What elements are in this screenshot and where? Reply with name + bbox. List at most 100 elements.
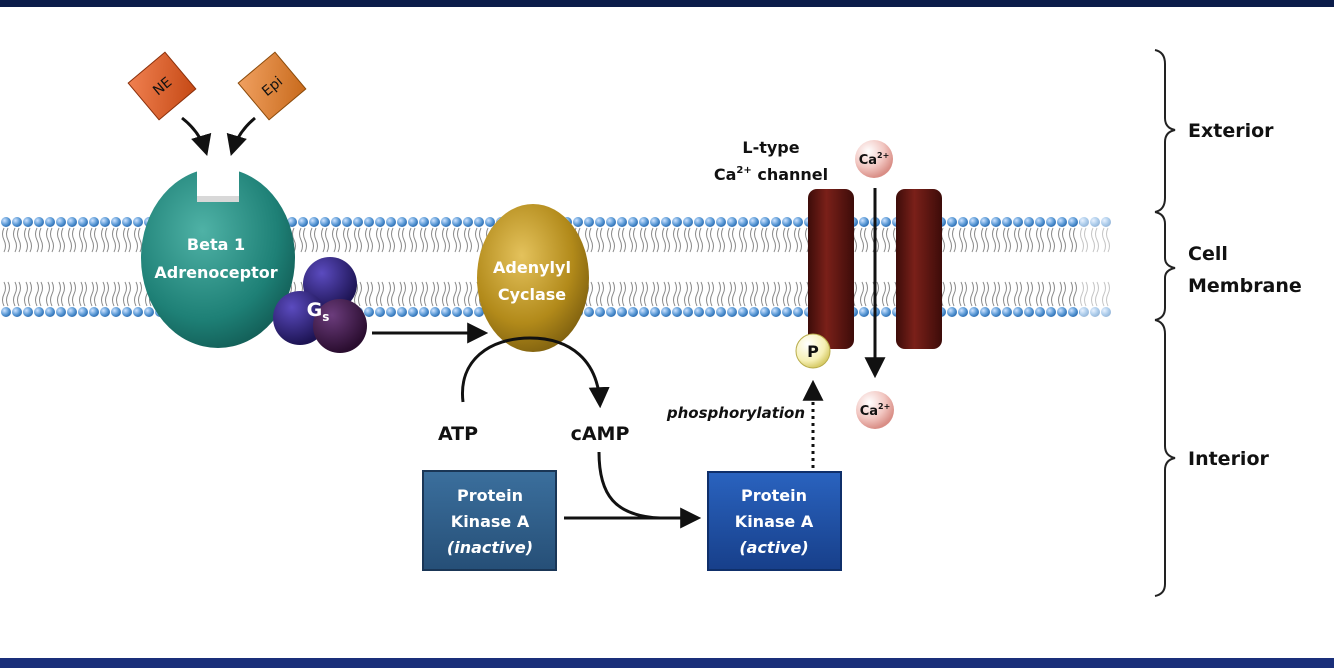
lipid-tail bbox=[717, 227, 725, 253]
lipid-tail bbox=[959, 281, 967, 307]
lipid-tail bbox=[695, 281, 703, 307]
phospholipid-head bbox=[100, 307, 110, 317]
pka-active-label-3: (active) bbox=[739, 538, 808, 557]
region-membrane-1: Cell bbox=[1188, 243, 1228, 265]
lipid-tail bbox=[453, 227, 461, 253]
lipid-tail bbox=[772, 227, 780, 253]
phospholipid-head bbox=[100, 217, 110, 227]
lipid-tail bbox=[728, 227, 736, 253]
phospholipid-head bbox=[617, 307, 627, 317]
phospholipid-head bbox=[969, 307, 979, 317]
phospholipid-head bbox=[727, 217, 737, 227]
phospholipid-head bbox=[23, 307, 33, 317]
lipid-tail bbox=[1036, 227, 1044, 253]
pka-inactive-label-2: Kinase A bbox=[451, 512, 530, 531]
lipid-tail bbox=[607, 227, 615, 253]
lipid-tail bbox=[992, 281, 1000, 307]
phospholipid-head bbox=[947, 217, 957, 227]
lipid-tail bbox=[684, 227, 692, 253]
phospholipid-head bbox=[617, 217, 627, 227]
phospholipid-head bbox=[793, 217, 803, 227]
phospholipid-head bbox=[958, 217, 968, 227]
phospholipid-head bbox=[430, 307, 440, 317]
lipid-tail bbox=[728, 281, 736, 307]
lipid-tail bbox=[607, 281, 615, 307]
lipid-tail bbox=[398, 281, 406, 307]
lipid-tail bbox=[101, 281, 109, 307]
phospholipid-head bbox=[661, 307, 671, 317]
phospholipid-head bbox=[342, 217, 352, 227]
lipid-tail bbox=[409, 227, 417, 253]
phospholipid-head bbox=[716, 307, 726, 317]
phospholipid-head bbox=[408, 307, 418, 317]
phospholipid-head bbox=[716, 217, 726, 227]
phospholipid-head bbox=[606, 217, 616, 227]
calcium-interior-label: Ca2+ bbox=[860, 402, 891, 419]
lipid-tail bbox=[453, 281, 461, 307]
lipid-tail bbox=[585, 227, 593, 253]
region-membrane-2: Membrane bbox=[1188, 275, 1302, 297]
phospholipid-head bbox=[1046, 217, 1056, 227]
lipid-tail bbox=[860, 227, 868, 253]
phospholipid-head bbox=[1057, 217, 1067, 227]
lipid-tail bbox=[409, 281, 417, 307]
phosphate-group: P bbox=[795, 333, 831, 369]
phospholipid-head bbox=[881, 217, 891, 227]
lipid-tail bbox=[1047, 227, 1055, 253]
lipid-tail bbox=[310, 227, 318, 253]
calcium-ion-interior: Ca2+ bbox=[856, 391, 894, 429]
receptor-label-2: Adrenoceptor bbox=[154, 263, 277, 282]
lipid-tail bbox=[90, 281, 98, 307]
pka-active-label-2: Kinase A bbox=[735, 512, 814, 531]
phospholipid-head bbox=[111, 307, 121, 317]
phospholipid-head bbox=[78, 217, 88, 227]
top-bar bbox=[0, 0, 1334, 7]
lipid-tail bbox=[673, 227, 681, 253]
lipid-tail bbox=[981, 281, 989, 307]
lipid-tail bbox=[717, 281, 725, 307]
adenylyl-cyclase: Adenylyl Cyclase bbox=[477, 204, 589, 352]
lipid-tail bbox=[750, 281, 758, 307]
pka-inactive-box: Protein Kinase A (inactive) bbox=[422, 470, 557, 571]
phospholipid-head bbox=[683, 217, 693, 227]
lipid-tail bbox=[464, 227, 472, 253]
lipid-tail bbox=[2, 227, 10, 253]
phospholipid-head bbox=[650, 307, 660, 317]
phospholipid-head bbox=[859, 217, 869, 227]
phospholipid-head bbox=[67, 307, 77, 317]
lipid-tail bbox=[24, 227, 32, 253]
gs-label: Gs bbox=[307, 299, 330, 324]
lipid-tail bbox=[1025, 281, 1033, 307]
lipid-tail bbox=[640, 227, 648, 253]
lipid-tail bbox=[695, 227, 703, 253]
lipid-tail bbox=[739, 281, 747, 307]
lipid-tail bbox=[1014, 281, 1022, 307]
phospholipid-head bbox=[122, 307, 132, 317]
lipid-tail bbox=[1003, 227, 1011, 253]
lipid-tail bbox=[794, 281, 802, 307]
phospholipid-head bbox=[1013, 307, 1023, 317]
phospholipid-head bbox=[584, 307, 594, 317]
pka-active-label-1: Protein bbox=[741, 486, 807, 505]
camp-to-pka-curve bbox=[597, 451, 661, 520]
lipid-tail bbox=[13, 281, 21, 307]
l-type-calcium-channel bbox=[808, 189, 942, 349]
phospholipid-head bbox=[34, 307, 44, 317]
phospholipid-head bbox=[45, 217, 55, 227]
phospholipid-head bbox=[738, 217, 748, 227]
lipid-tail bbox=[662, 281, 670, 307]
phospholipid-head bbox=[1, 217, 11, 227]
phospholipid-head bbox=[760, 217, 770, 227]
lipid-tail bbox=[35, 281, 43, 307]
receptor-binding-pocket bbox=[197, 168, 239, 200]
phospholipid-head bbox=[111, 217, 121, 227]
phospholipid-head bbox=[12, 307, 22, 317]
phospholipid-head bbox=[1024, 217, 1034, 227]
phospholipid-head bbox=[1035, 307, 1045, 317]
lipid-tail bbox=[464, 281, 472, 307]
cyclase-label-1: Adenylyl bbox=[493, 258, 571, 277]
lipid-tail bbox=[387, 281, 395, 307]
lipid-tail bbox=[387, 227, 395, 253]
lipid-tail bbox=[431, 281, 439, 307]
